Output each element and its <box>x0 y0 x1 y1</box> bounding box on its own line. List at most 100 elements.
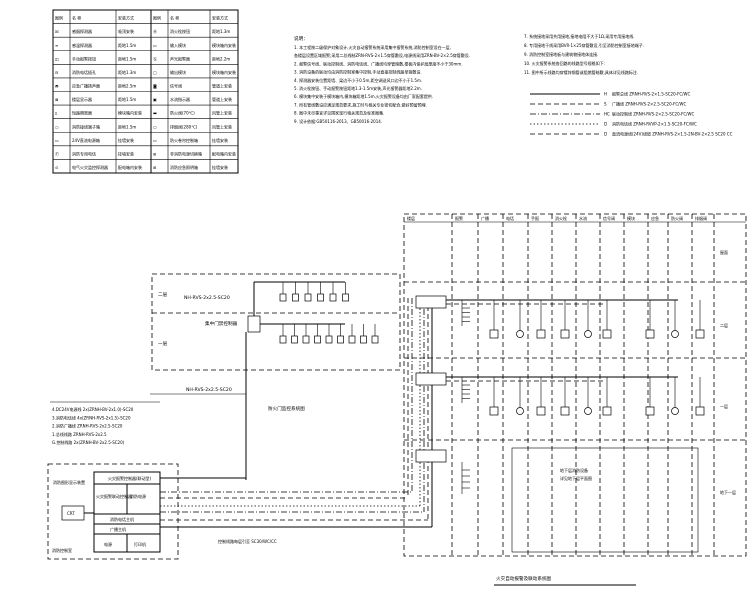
legend-cell: Ⓕ <box>55 150 59 156</box>
alarm-device <box>516 407 524 415</box>
door-monitor-module <box>360 335 367 344</box>
legend-cell: 手动报警按钮 <box>72 55 96 61</box>
legend-cell: 管道上安装 <box>212 83 232 89</box>
line-type-desc: 直流电源线(24V)线缆 ZRNH-RVS-2×1.5-2N-BV-2×2.5 … <box>612 131 733 137</box>
note-line: 各楼层设置区域报警;采用二总线制ZRN-RVS-2×1.5穿管敷设,电源线采用Z… <box>294 52 470 58</box>
note-right-line: 11. 图中所示线路均穿镀锌钢管或阻燃管暗敷,具体详见线路标注. <box>524 69 638 75</box>
legend-cell: 短路隔离器 <box>72 110 92 116</box>
legend-cell: ◫ <box>55 56 59 61</box>
broadcast-label: 广播主机 <box>110 526 126 532</box>
legend-cell: 24V直流电源箱 <box>72 137 100 143</box>
riser-floor-label: 二层 <box>720 322 728 328</box>
legend-cell: ▯ <box>55 111 57 116</box>
legend-header-cell: 安装方式 <box>212 15 228 21</box>
legend-cell: 输入模块 <box>170 42 186 48</box>
line-type-code: HC <box>604 112 610 117</box>
terminal-box-floor1 <box>415 372 447 386</box>
legend-cell: 非消防电源切换箱 <box>170 150 202 156</box>
legend-cell: 挂墙安装 <box>212 164 228 170</box>
legend-cell: 风管上安装 <box>212 110 232 116</box>
note-line: 2. 报警信号线、联动控制线、消防电话线、广播线均穿管暗敷,楼板内保护层厚度不小… <box>294 60 463 66</box>
legend-cell: 感烟探测器 <box>72 28 92 34</box>
note-line: 5. 消火栓按钮、手动报警按钮距地1.3-1.5m安装,声光报警器距地2.2m. <box>294 85 422 91</box>
alarm-device <box>671 330 679 338</box>
legend-cell: 挂墙安装 <box>118 137 134 143</box>
legend-cell: 模块箱内安装 <box>118 110 142 116</box>
legend-cell: 电气火灾监控探测器 <box>72 164 108 170</box>
legend-cell: ⊠ <box>55 97 58 102</box>
legend-cell: ▭ <box>153 124 157 129</box>
legend-cell: ◓ <box>55 84 59 89</box>
note-line: 6. 模块集中安装于模块箱内,模块箱距地1.5m,火灾报警设备均由厂家配套提供. <box>294 93 433 99</box>
phone-host-label: 消防电话主机 <box>110 516 134 522</box>
note-line: 4. 探测器安装位置距墙、梁边不小于0.5m,距空调送风口边不小于1.5m. <box>294 77 422 83</box>
door-monitor-module <box>314 335 321 344</box>
legend-cell: ▭ <box>55 138 59 143</box>
line-type-code: H <box>604 92 607 97</box>
cable-spec: G.控制线路 2x(ZRNH-BV-2x2.5-SC20) <box>52 439 125 445</box>
riser-column-header: 楼层 <box>407 215 415 221</box>
riser-diagram-title: 火灾自动报警及联动系统图 <box>496 575 552 582</box>
riser-column-header: 排烟阀 <box>695 215 707 221</box>
legend-cell: 模块箱内安装 <box>212 69 236 75</box>
note-right-line: 7. 系统接地采用共用接地,接地电阻不大于1Ω,采用专用接地线. <box>524 33 635 39</box>
cable-spec: 1.总线线路 ZRNH-RVS-2x2.5 <box>52 431 107 437</box>
legend-cell: 消防应急照明箱 <box>170 164 198 170</box>
detector-device <box>536 406 546 416</box>
riser-column-header: 广播 <box>481 215 489 221</box>
legend-cell: 输出模块 <box>170 69 186 75</box>
legend-cell: 楼层显示器 <box>72 96 92 102</box>
legend-cell: 消火栓按钮 <box>170 28 190 34</box>
legend-cell: 消防接线端子箱 <box>72 123 100 129</box>
riser-column-header: 模块 <box>627 215 635 221</box>
legend-cell: ▭ <box>153 138 157 143</box>
power-label: 电源 <box>104 541 112 547</box>
host-label: 火灾报警控制器(联动型) <box>108 475 152 481</box>
door-monitor-module <box>279 335 287 344</box>
legend-cell: Ⓢ <box>153 55 157 61</box>
legend-cell: 距地2.2m <box>212 55 230 61</box>
legend-cell: ▬ <box>153 111 157 116</box>
line-type-desc: 报警总线 ZRNH-RVS-2×1.5-SC20-FC/WC <box>612 91 690 97</box>
note-right-line: 10. 火灾报警系统各回路的线路型号规格如下: <box>524 60 605 66</box>
gate-bus-label: NH-RVS-2x2.5-SC20 <box>184 295 230 301</box>
legend-cell: ⊙ <box>55 165 58 170</box>
door-controller-box <box>247 315 261 333</box>
door-monitor-module <box>302 335 310 344</box>
riser-column-header: 手报 <box>531 215 539 221</box>
legend-cell: 距地1.3m <box>212 28 230 34</box>
note-right-line: 9. 消防控制室接地板与建筑物接地体连接. <box>524 51 598 57</box>
cable-spec: 2.消防广播线 ZRNH-RVS-2x2.5-SC20 <box>52 423 123 429</box>
note-line: 1. 本工程按二级保护对象设计,火灾自动报警系统采用集中报警系统,消防控制室设在… <box>294 44 451 50</box>
design-notes: 说明： 1. 本工程按二级保护对象设计,火灾自动报警系统采用集中报警系统,消防控… <box>294 35 470 124</box>
legend-cell: 模块箱内安装 <box>212 42 236 48</box>
control-room-left-top: 消防图形显示装置 <box>53 479 85 485</box>
riser-column-header: 应急 <box>651 215 659 221</box>
detector-device <box>602 406 612 416</box>
legend-cell: 消防专用电话 <box>72 150 96 156</box>
gate-floor2-label: 二层 <box>158 292 168 298</box>
note-line: 7. 所有管线敷设应满足规范要求,施工时与相关专业密切配合,做好预留预埋. <box>294 101 427 107</box>
line-type-code: D <box>604 122 607 127</box>
legend-cell: ◙ <box>153 84 157 89</box>
riser-column-header: 信号阀 <box>603 215 615 221</box>
legend-cell: ≡ <box>55 43 58 48</box>
cable-list: 4.DC24V电源线 2x(ZRNH-BV-2x1.0)-SC203.消防电话线… <box>50 401 160 445</box>
detector-device <box>489 329 499 339</box>
detector-device <box>695 406 705 416</box>
notes-right: 7. 系统接地采用共用接地,接地电阻不大于1Ω,采用专用接地线.8. 专用接地干… <box>524 33 733 137</box>
detector-device <box>560 329 570 339</box>
detector-device <box>536 329 546 339</box>
cable-spec: 3.消防电话线 4x(ZRNH-RVS-2x1.5)-SC20 <box>52 414 131 420</box>
control-room: 消防图形显示装置 CRT 消防控制室 火灾报警控制器(联动型) 火灾报警联动控制… <box>47 463 432 560</box>
door-monitor-module <box>279 293 287 302</box>
crt-label: CRT <box>67 511 75 516</box>
legend-cell: 配电箱内安装 <box>118 164 142 170</box>
legend-cell: 距地1.5m <box>118 55 136 61</box>
riser-floor-label: 屋面 <box>720 249 728 255</box>
note-line: 3. 消防设备的联动均由消防控制室集中控制,手动直接控制线路单独敷设. <box>294 69 422 75</box>
legend-cell: ▭ <box>55 124 59 129</box>
legend-cell: 挂墙安装 <box>118 150 134 156</box>
